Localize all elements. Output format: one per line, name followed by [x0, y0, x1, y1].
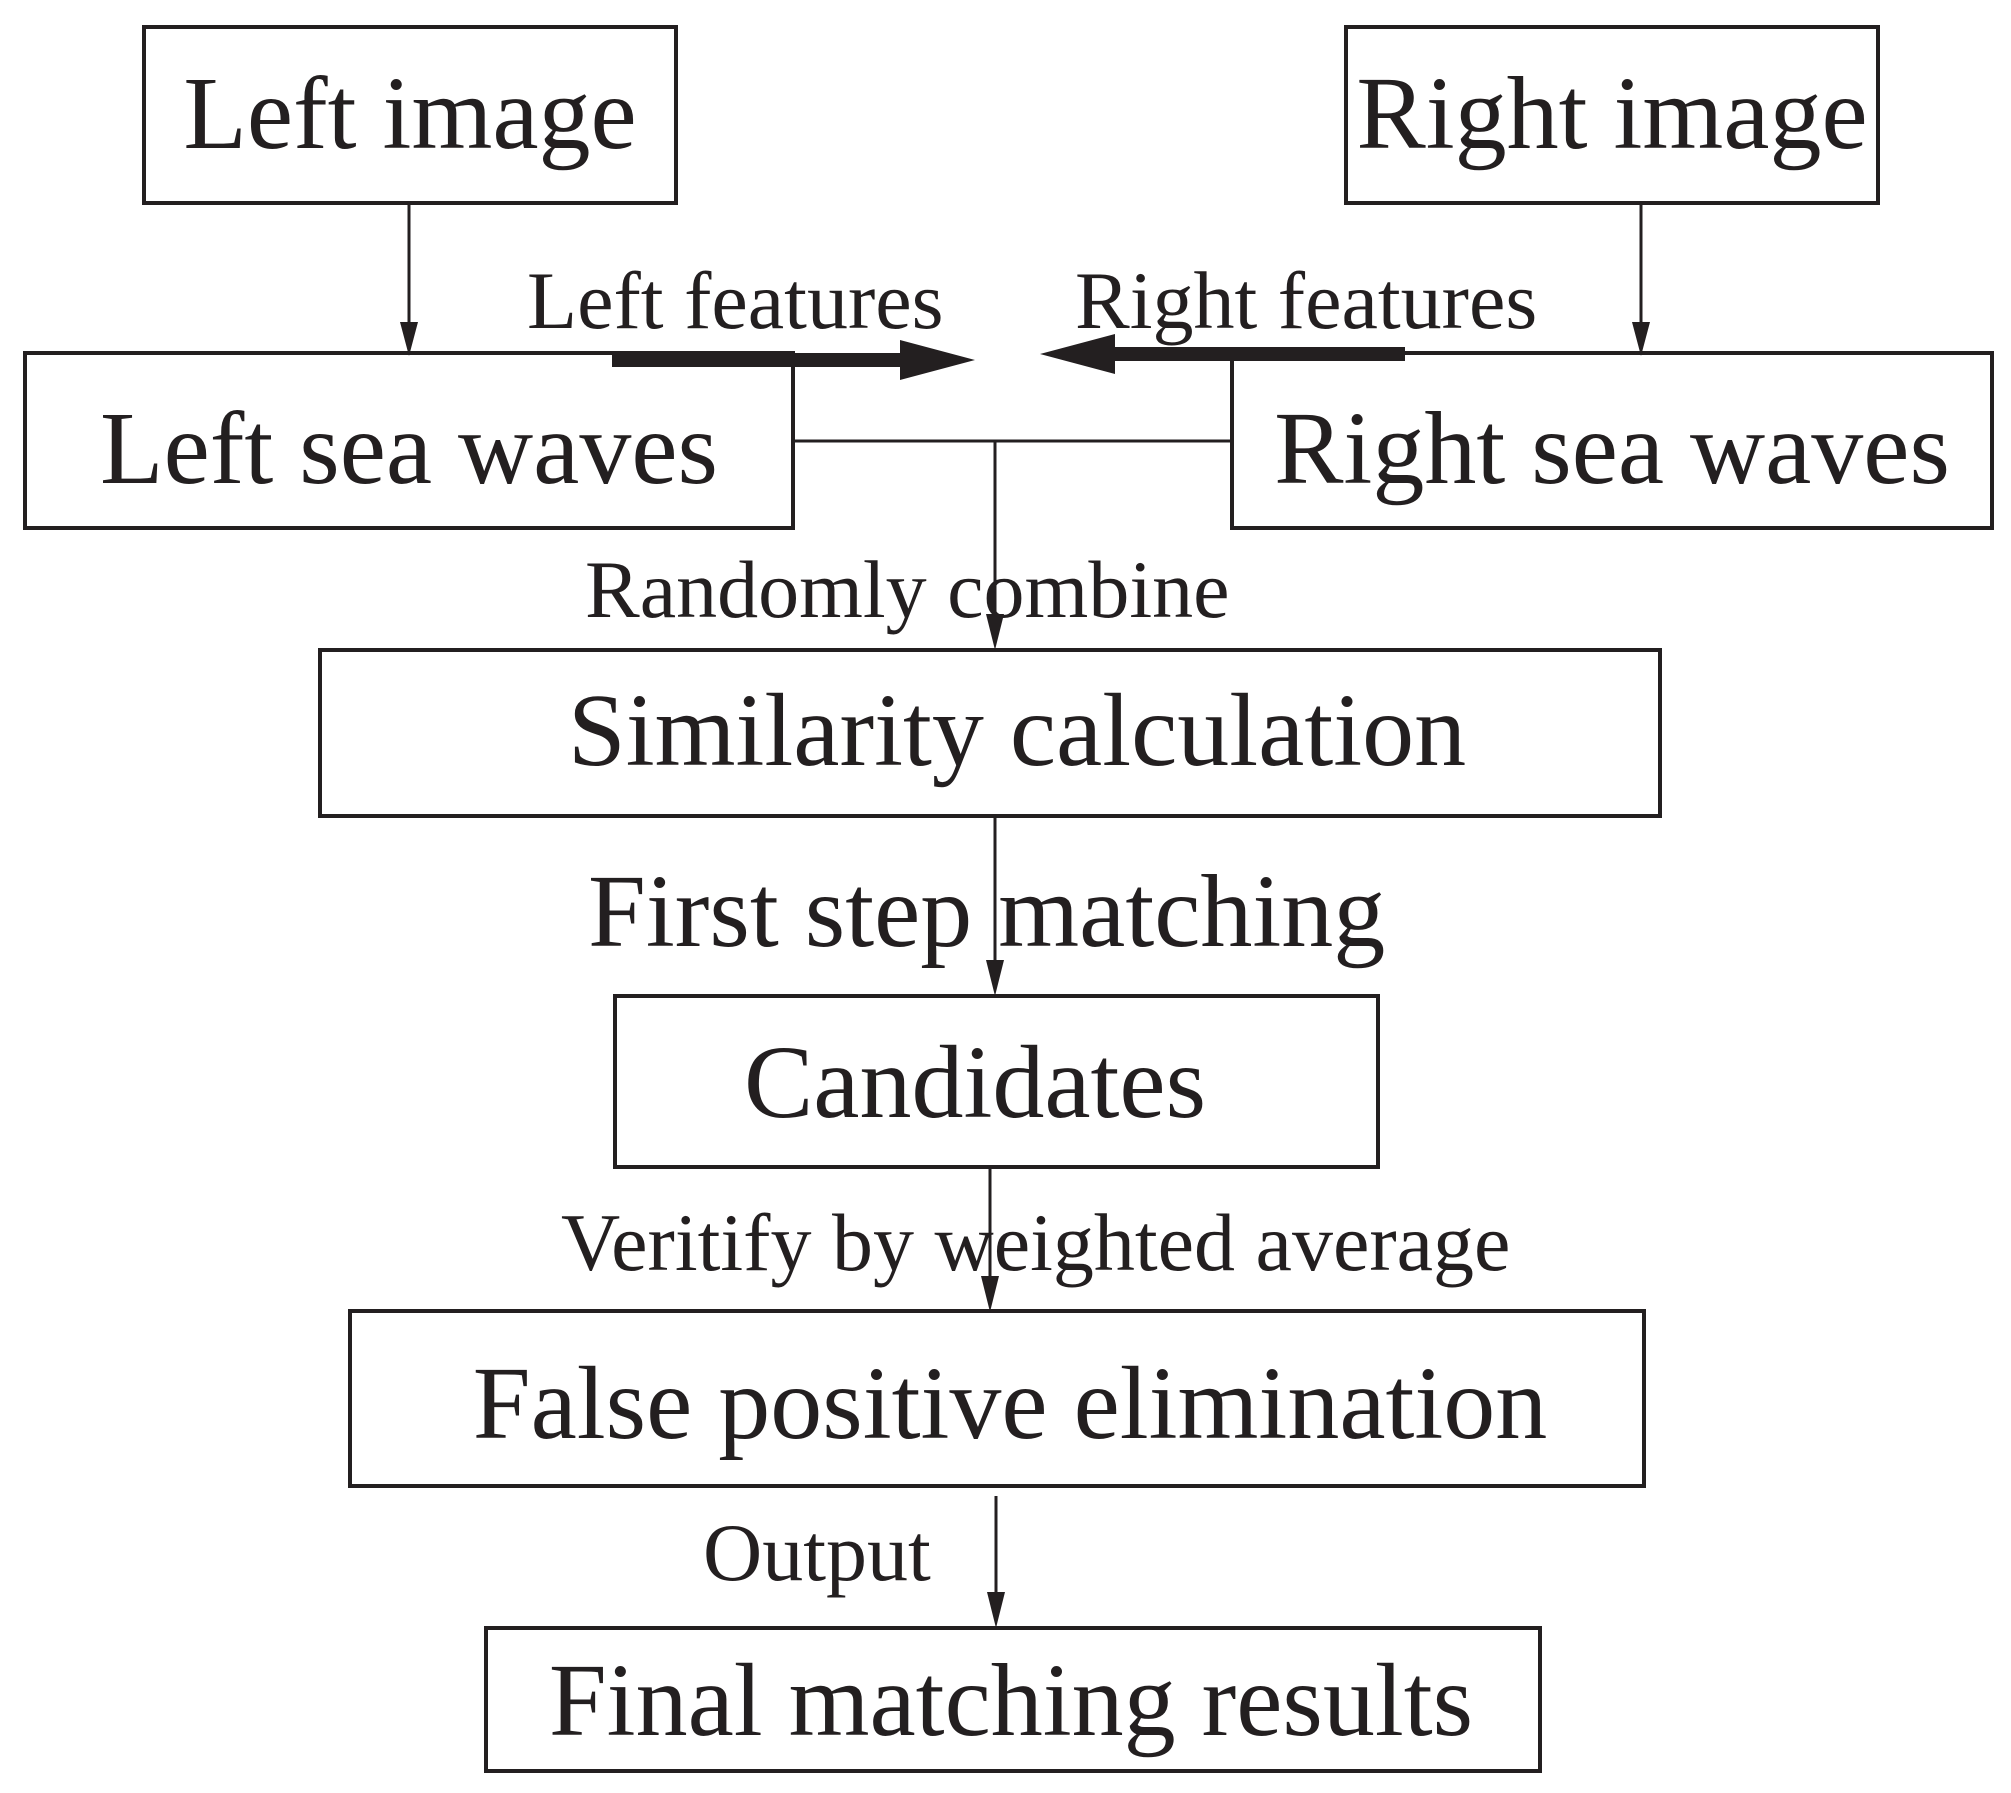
verify-arrowhead [981, 1276, 999, 1312]
right-image-box [1344, 25, 1880, 205]
verify-label: Veritify by weighted average [561, 1197, 1510, 1288]
left-image-box [142, 25, 678, 205]
first-step-arrowhead [986, 960, 1004, 996]
right-features-arrowhead [1040, 334, 1115, 374]
left-image-label: Left image [183, 56, 636, 171]
left-features-arrowhead [900, 340, 975, 380]
right-image-label: Right image [1356, 56, 1867, 171]
false-positive-elimination-label: False positive elimination [473, 1346, 1548, 1461]
similarity-calculation-box [318, 648, 1662, 818]
left-image-arrowhead [400, 322, 418, 356]
right-image-arrowhead [1632, 322, 1650, 356]
final-matching-results-box [484, 1626, 1542, 1773]
right-sea-waves-box [1230, 351, 1994, 530]
final-matching-results-label: Final matching results [549, 1643, 1473, 1758]
randomly-combine-label: Randomly combine [585, 544, 1230, 635]
right-features-label: Right features [1075, 255, 1537, 346]
similarity-calculation-label: Similarity calculation [568, 673, 1466, 788]
output-label: Output [703, 1507, 931, 1598]
false-positive-elimination-box [348, 1309, 1646, 1488]
candidates-label: Candidates [744, 1025, 1206, 1140]
candidates-box [613, 994, 1380, 1169]
left-sea-waves-label: Left sea waves [100, 391, 718, 506]
left-features-label: Left features [527, 255, 944, 346]
output-arrowhead [987, 1592, 1005, 1628]
right-sea-waves-label: Right sea waves [1274, 391, 1950, 506]
first-step-matching-label: First step matching [588, 854, 1385, 969]
combine-arrowhead [986, 614, 1004, 650]
